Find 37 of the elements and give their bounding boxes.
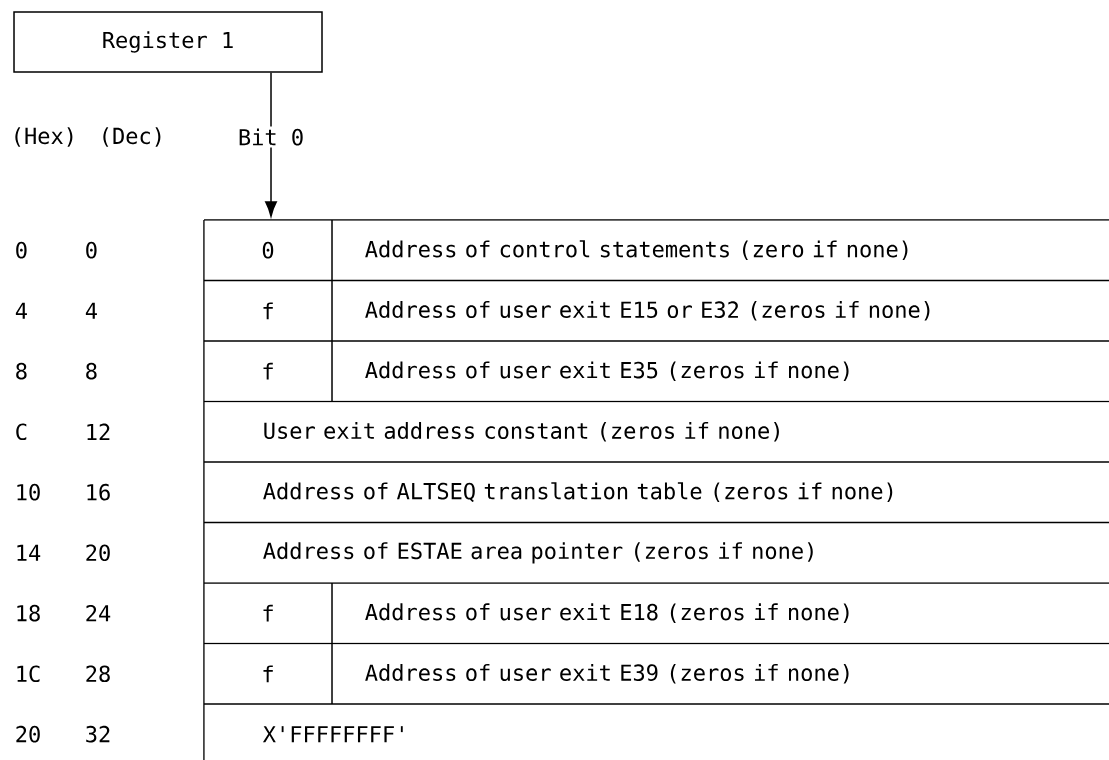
hex-offset: 8 (16, 362, 27, 380)
field-description: Address of control statements (zero if none) (365, 240, 908, 261)
field-description: Address of user exit E35 (zeros if none) (365, 361, 849, 381)
hex-offset: 1C (17, 665, 40, 683)
field-description: X'FFFFFFFF' (262, 726, 403, 743)
field-description: Address of user exit E39 (zeros if none) (365, 663, 849, 684)
field-description: Address of ESTAE area pointer (zeros if none) (263, 542, 813, 564)
hex-offset: C (16, 423, 27, 441)
decimal-offset: 0 (86, 241, 97, 259)
decimal-offset: 20 (86, 544, 110, 562)
hex-offset: 20 (16, 725, 40, 743)
decimal-offset: 8 (86, 362, 97, 380)
hex-offset: 10 (17, 483, 40, 501)
field-description: Address of user exit E15 or E32 (zeros if none) (365, 301, 930, 321)
arrow (265, 72, 277, 217)
hex-offset: 0 (16, 241, 27, 259)
bit-value: f (263, 665, 273, 683)
decimal-offset: 24 (86, 605, 111, 622)
field-description: Address of ALTSEQ translation table (zeros if none) (263, 482, 893, 503)
column-heading: (Dec) (103, 127, 161, 147)
hex-offset: 4 (15, 302, 27, 319)
column-heading: (Hex) (15, 127, 73, 147)
bit-value: f (263, 362, 273, 380)
decimal-offset: 32 (86, 725, 110, 743)
decimal-offset: 28 (86, 665, 110, 683)
bit-value: 0 (262, 241, 274, 259)
decimal-offset: 16 (87, 483, 110, 501)
decimal-offset: 4 (85, 302, 97, 319)
register-box: Register 1 (13, 11, 323, 73)
edge-label: Bit 0 (239, 128, 303, 146)
hex-offset: 18 (17, 604, 40, 622)
decimal-offset: 12 (87, 423, 110, 440)
bit-value: f (263, 604, 273, 622)
field-description: Address of user exit E18 (zeros if none) (365, 603, 849, 623)
field-description: User exit address constant (zeros if none) (264, 421, 779, 442)
hex-offset: 14 (17, 544, 41, 561)
bit-value: f (263, 302, 273, 320)
